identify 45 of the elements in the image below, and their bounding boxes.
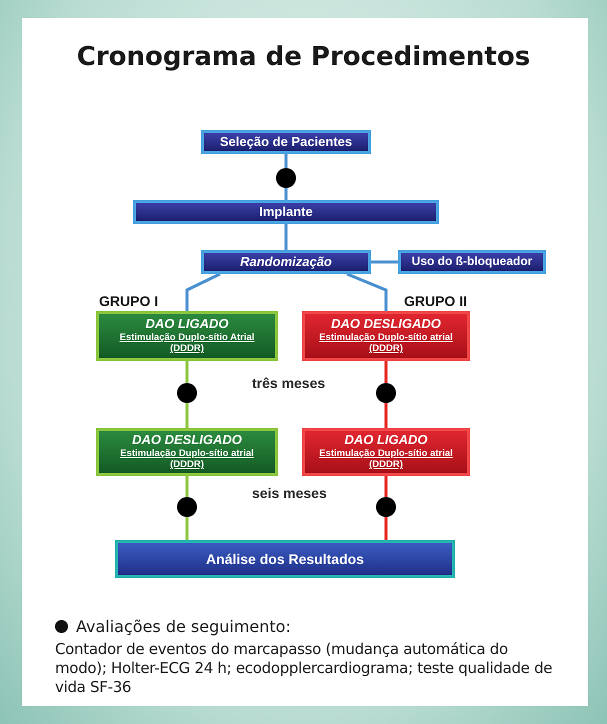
connector-line bbox=[186, 476, 188, 497]
connector-line bbox=[186, 272, 221, 311]
process-box bbox=[96, 428, 278, 476]
connector-line bbox=[186, 403, 188, 428]
box-subtext: (DDDR) bbox=[369, 459, 403, 472]
box-heading: DAO DESLIGADO bbox=[132, 432, 242, 448]
process-box bbox=[302, 428, 470, 476]
interval-label: três meses bbox=[252, 375, 326, 391]
connector-line bbox=[186, 361, 188, 383]
box-label: Análise dos Resultados bbox=[206, 550, 364, 568]
box-label: Seleção de Pacientes bbox=[220, 134, 352, 150]
box-subtext: Estimulação Duplo-sítio atrial bbox=[120, 448, 254, 460]
box-subtext: (DDDR) bbox=[170, 459, 204, 472]
box-label: Implante bbox=[259, 204, 313, 220]
group-label: GRUPO II bbox=[404, 293, 467, 309]
process-box bbox=[201, 130, 371, 154]
box-subtext: (DDDR) bbox=[170, 343, 204, 356]
box-heading: DAO LIGADO bbox=[344, 432, 428, 448]
box-label: Uso do ß-bloqueador bbox=[412, 255, 532, 269]
box-subtext: Estimulação Duplo-sítio atrial bbox=[319, 332, 453, 344]
box-heading: DAO DESLIGADO bbox=[331, 316, 441, 332]
process-box bbox=[398, 250, 546, 274]
process-box bbox=[133, 200, 439, 224]
connector-line bbox=[284, 154, 288, 168]
connector-line bbox=[384, 403, 388, 428]
box-subtext: (DDDR) bbox=[369, 343, 403, 356]
process-box bbox=[201, 250, 371, 274]
legend-text: Avaliações de seguimento: bbox=[76, 617, 291, 636]
connector-line bbox=[284, 224, 288, 250]
box-heading: DAO LIGADO bbox=[145, 316, 229, 332]
process-box bbox=[115, 540, 455, 578]
connector-line bbox=[384, 517, 388, 540]
connector-line bbox=[384, 361, 388, 383]
box-subtext: Estimulação Duplo-sítio Atrial bbox=[120, 332, 254, 344]
connector-line bbox=[384, 476, 388, 497]
connector-line bbox=[186, 517, 188, 540]
connector-line bbox=[371, 260, 398, 264]
box-label: Randomização bbox=[240, 254, 332, 270]
diagram-title: Cronograma de Procedimentos bbox=[76, 42, 532, 72]
box-subtext: Estimulação Duplo-sítio atrial bbox=[319, 448, 453, 460]
connector-line bbox=[346, 272, 388, 311]
note-text: Contador de eventos do marcapasso (mudança automática do modo); Holter-ECG 24 h; ecodopplercardiograma; teste qualidade de vida SF-36 bbox=[55, 640, 554, 697]
interval-label: seis meses bbox=[252, 485, 327, 501]
group-label: GRUPO I bbox=[99, 293, 158, 309]
connector-line bbox=[284, 188, 288, 200]
